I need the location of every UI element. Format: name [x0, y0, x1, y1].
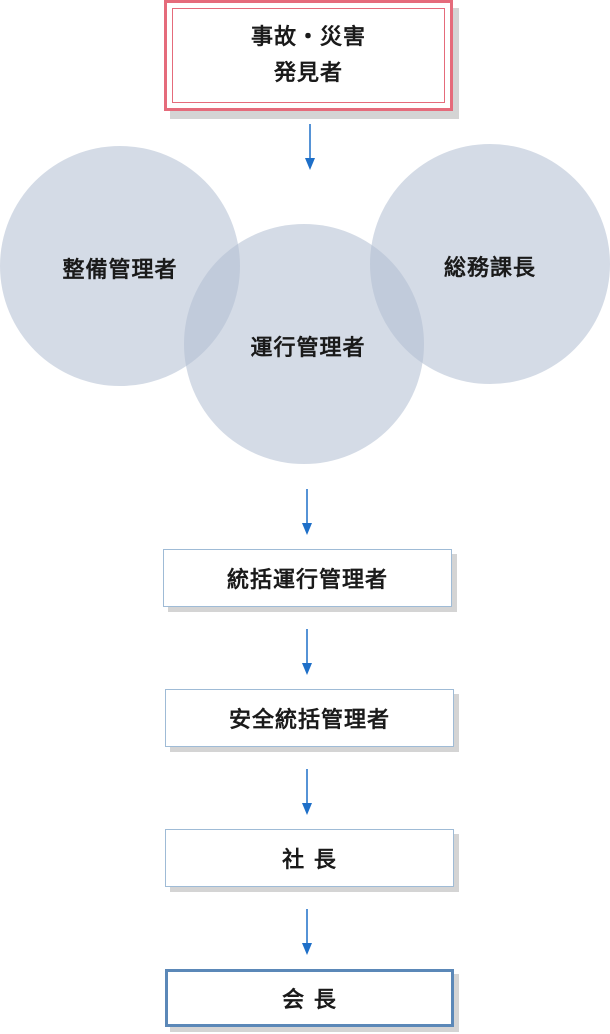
discoverer-label-line2: 発見者	[273, 60, 343, 86]
chief-safety-manager-box: 安全統括管理者	[165, 689, 454, 747]
general-affairs-manager-label: 総務課長	[443, 256, 536, 281]
arrow-down-icon	[302, 629, 312, 675]
maintenance-manager-label: 整備管理者	[62, 258, 178, 283]
chief-safety-manager-label: 安全統括管理者	[228, 708, 390, 733]
chief-operations-manager-box: 統括運行管理者	[163, 549, 452, 607]
discoverer-label-line1: 事故・災害	[250, 24, 366, 50]
arrow-down-icon	[302, 489, 312, 535]
discoverer-box-inner: 事故・災害 発見者	[172, 8, 445, 103]
president-box: 社 長	[165, 829, 454, 887]
arrow-down-icon	[302, 769, 312, 815]
arrow-down-icon	[302, 909, 312, 955]
operations-manager-circle	[184, 224, 424, 464]
arrow-down-icon	[305, 124, 315, 170]
chief-operations-manager-label: 統括運行管理者	[226, 568, 388, 593]
president-label: 社 長	[282, 848, 337, 873]
discoverer-box: 事故・災害 発見者	[164, 0, 453, 111]
chairman-label: 会 長	[282, 988, 337, 1013]
chairman-box: 会 長	[165, 969, 454, 1027]
operations-manager-label: 運行管理者	[250, 336, 366, 361]
